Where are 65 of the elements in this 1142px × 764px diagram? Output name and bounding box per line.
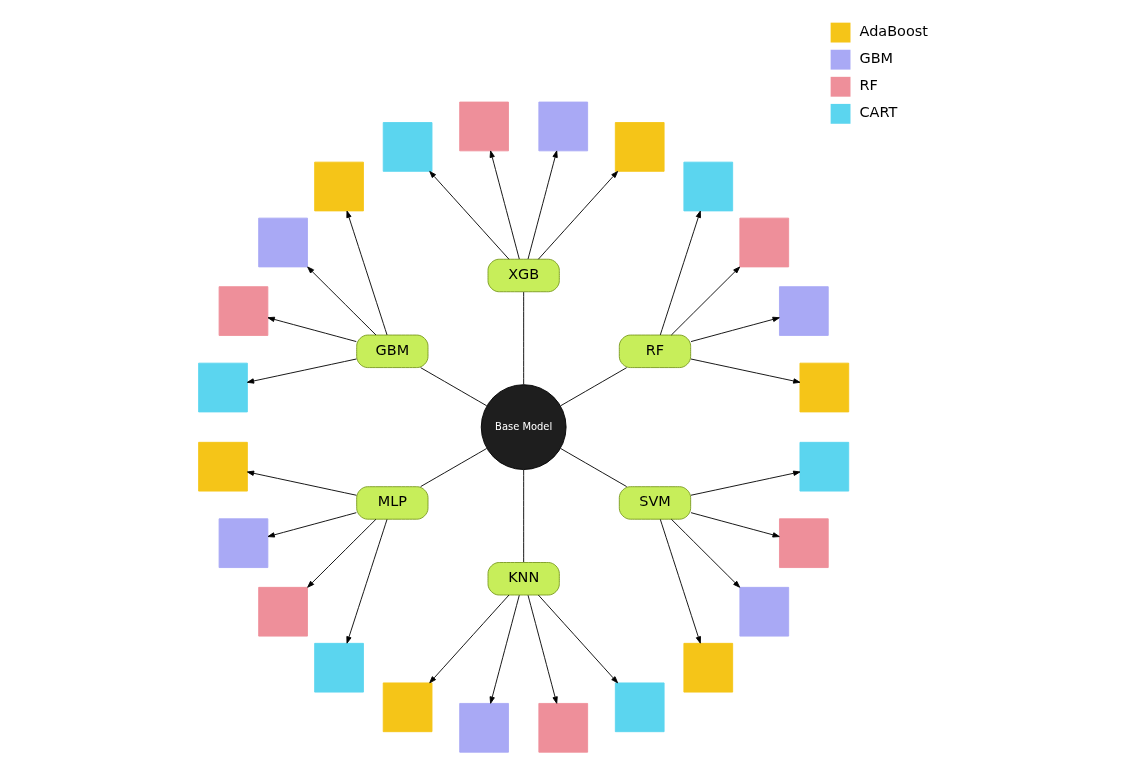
node-box [799,441,849,492]
arrow [306,518,376,588]
arrow [537,594,618,684]
arrow [659,518,701,644]
node-box [537,101,588,152]
node-box [382,682,432,733]
arrow [267,512,357,538]
node-box [382,122,432,172]
connector [559,448,627,488]
arrow [428,171,509,260]
arrow [428,594,509,684]
node-box [614,682,665,733]
node-box: RF [618,334,691,368]
node-box [218,518,268,568]
arrow [670,266,740,336]
arrow [345,518,387,644]
legend-label: GBM [859,50,893,67]
arrow [306,266,376,336]
arrow [489,594,520,704]
connector [419,448,487,488]
node-box [218,286,268,336]
node-box [197,362,248,413]
legend-label: RF [859,77,878,94]
arrow [267,316,357,342]
node-circle: Base Model [480,384,567,470]
node-box [614,122,665,172]
node-box [682,642,733,693]
arrow [537,171,618,260]
node-box: XGB [487,258,560,293]
arrow [489,150,520,260]
arrow [659,210,701,336]
connector [419,367,487,407]
arrow [527,594,558,704]
node-box: SVM [618,486,691,520]
node-box [197,441,248,492]
arrow [527,150,558,260]
arrow [246,358,357,384]
node-box [313,161,364,212]
node-box [257,217,308,268]
node-box [778,286,829,336]
arrow [690,512,780,538]
node-box [313,642,364,693]
node-box [799,362,849,413]
node-box: MLP [355,486,428,520]
node-box [458,101,509,152]
node-box [738,586,789,637]
legend-label: CART [859,104,897,121]
node-box [738,217,789,268]
node-box: KNN [487,562,560,596]
connector [522,469,524,563]
node-box [778,518,829,568]
legend-label: AdaBoost [859,23,928,40]
node-box [682,161,733,212]
node-box [537,702,588,753]
arrow [689,470,800,496]
arrow [670,518,740,588]
node-box: GBM [355,334,428,368]
arrow [690,316,780,342]
arrow [246,470,357,496]
node-box [257,586,308,637]
node-box [458,702,509,753]
connector [559,367,627,407]
arrow [689,358,800,384]
connector [522,291,524,385]
arrow [345,210,387,336]
